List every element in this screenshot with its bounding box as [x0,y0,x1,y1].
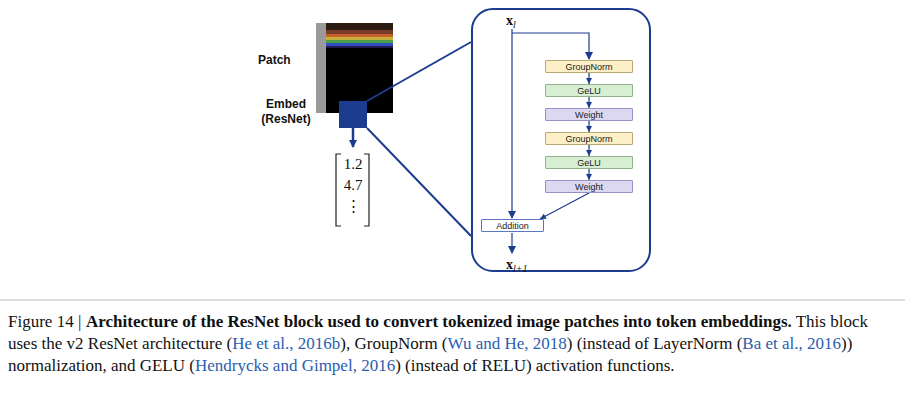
layer-label: GroupNorm [565,62,612,72]
embed-label: Embed (ResNet) [255,97,317,127]
embed-square: Embed (ResNet) [339,101,367,128]
connector-arrow [588,97,589,108]
vector-bracket [336,154,341,226]
output-line [511,233,512,253]
connector-arrow [588,169,589,180]
layer-label: Weight [575,182,603,192]
layer-box: GroupNorm [545,60,633,73]
vector-bracket [364,154,369,226]
patch-label: Patch [258,50,291,70]
layer-box: GeLU [545,156,633,169]
layer-label: GeLU [577,86,601,96]
variable-subscript: l [513,19,516,30]
resnet-block-frame: GroupNormGeLUWeightGroupNormGeLUWeightAd… [471,8,651,272]
layer-label: Weight [575,110,603,120]
layer-label: GeLU [577,158,601,168]
zoom-line [367,42,471,101]
connector-arrow [588,73,589,84]
caption-text: ) (instead of LayerNorm ( [567,334,743,353]
vector-value: 4.7 [338,175,368,195]
caption-text: ) (instead of RELU) activation functions… [395,356,674,375]
variable-label: xl+1 [506,255,528,274]
branch-line [512,33,589,59]
citation: Ba et al., 2016 [742,334,841,353]
caption-title: Architecture of the ResNet block used to… [86,312,792,331]
layer-label: GroupNorm [565,134,612,144]
variable-symbol: x [506,13,513,28]
separator-line [0,300,905,301]
skip-line [511,29,512,218]
connector-arrow [588,145,589,156]
layer-box: GroupNorm [545,132,633,145]
variable-label: xl [506,11,516,30]
variable-subscript: l+1 [513,263,528,274]
vector-dots: ⋮ [338,196,368,216]
zoom-line [367,128,471,236]
citation: Wu and He, 2018 [448,334,567,353]
layer-label: Addition [496,221,529,231]
vector-value: 1.2 [338,154,368,174]
addition-box: Addition [481,219,544,232]
citation: He et al., 2016b [232,334,340,353]
layer-box: Weight [545,108,633,121]
citation: Hendrycks and Gimpel, 2016 [195,356,395,375]
connector-arrow [588,121,589,132]
patch-image [316,23,393,113]
connector-arrow [540,193,589,219]
output-arrow [352,128,355,147]
caption-text: ), GroupNorm ( [340,334,447,353]
layer-box: GeLU [545,84,633,97]
layer-box: Weight [545,180,633,193]
caption-number: Figure 14 | [8,312,81,331]
figure-caption: Figure 14 | Architecture of the ResNet bl… [8,311,900,377]
variable-symbol: x [506,257,513,272]
